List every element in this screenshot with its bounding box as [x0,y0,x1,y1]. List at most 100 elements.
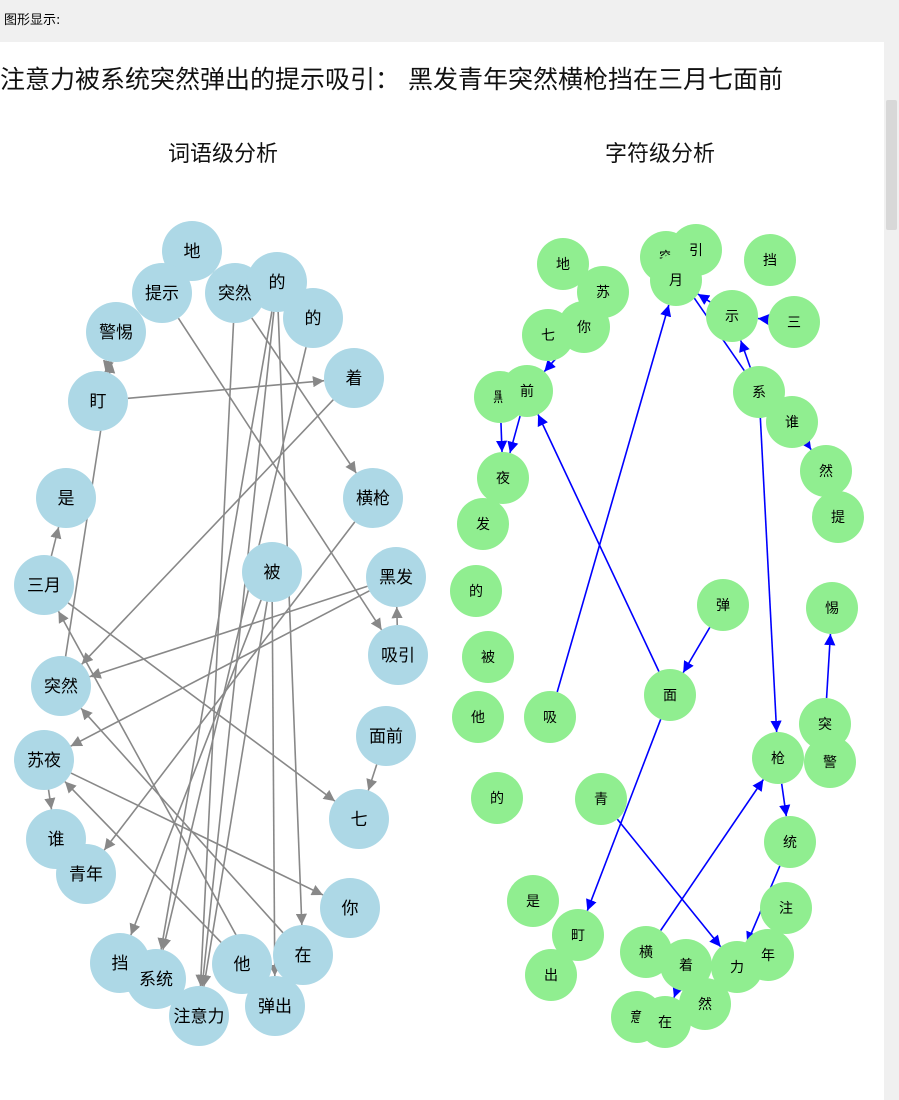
word-node-label: 横枪 [356,489,390,509]
char-node-label: 弹 [716,598,730,614]
char-node: 发 [457,498,509,550]
char-edge [697,293,711,305]
vertical-scrollbar[interactable] [884,0,899,1100]
char-node-circle [525,949,577,1001]
word-node-label: 是 [58,489,75,509]
char-node-circle [524,691,576,743]
char-node: 年 [742,929,794,981]
scroll-thumb[interactable] [886,100,897,230]
word-edge [277,311,308,926]
word-node: 面前 [356,706,416,766]
word-node: 注意力 [169,986,229,1046]
word-node: 系统 [126,949,186,1009]
char-node: 吸 [524,691,576,743]
char-node: 弹 [697,579,749,631]
word-edge [80,707,284,934]
char-node-circle [764,816,816,868]
word-node: 青年 [56,844,116,904]
char-node-circle [679,978,731,1030]
char-edge [757,314,770,326]
char-node: 三 [768,296,820,348]
char-node: 的 [471,772,523,824]
char-node-label: 然 [819,463,833,480]
char-node: 提 [812,491,864,543]
char-node-label: 地 [556,257,570,273]
char-node: 在 [639,996,691,1048]
word-node-label: 黑发 [379,568,413,588]
char-node-label: 你 [577,320,591,336]
char-node-label: 苏 [596,285,610,301]
char-node-label: 谁 [785,415,799,431]
char-node-circle [660,939,712,991]
char-node: 你 [558,301,610,353]
word-edge [127,376,325,400]
word-node: 黑发 [366,547,426,607]
char-node-circle [806,582,858,634]
word-node: 提示 [132,263,192,323]
char-node-label: 是 [526,894,540,910]
word-node-circle [245,976,305,1036]
char-nodes: 地苏突引挡月七你示三黑前系谁夜然发提的弹惕被面他吸突枪警的青统是注町横着力年出意… [450,224,864,1048]
char-node-label: 夜 [496,471,510,487]
word-node: 突然 [31,656,91,716]
word-nodes: 地提示突然的的警惕着盯是横枪被黑发三月吸引突然面前苏夜七谁青年你挡系统他在注意力… [14,221,428,1046]
char-node: 出 [525,949,577,1001]
char-node: 示 [706,290,758,342]
word-node: 警惕 [86,302,146,362]
word-node: 弹出 [245,976,305,1036]
char-node: 谁 [766,396,818,448]
char-edge [586,718,662,912]
word-node-label: 着 [346,369,363,389]
word-edge [67,602,336,802]
word-edge [197,311,275,987]
char-node-label: 在 [658,1015,672,1031]
word-node-circle [56,844,116,904]
word-node-circle [68,371,128,431]
char-node-circle [462,631,514,683]
char-node-circle [812,491,864,543]
word-node-circle [36,468,96,528]
word-edge [70,772,324,896]
word-node: 地 [162,221,222,281]
char-node-label: 统 [783,835,797,851]
word-edge [177,317,383,631]
word-edge [50,526,62,557]
word-node-label: 警惕 [99,323,133,343]
char-node: 青 [575,773,627,825]
char-edge [659,779,765,931]
char-node: 的 [450,565,502,617]
char-node-circle [501,365,553,417]
word-edge [269,601,281,977]
char-node-circle [742,929,794,981]
char-node-circle [733,366,785,418]
word-node-label: 的 [305,309,322,329]
word-node-label: 被 [264,563,281,583]
word-node-label: 弹出 [258,997,292,1017]
char-node-label: 的 [469,584,483,600]
char-edge [672,985,684,998]
word-edge [251,317,357,474]
word-edge [103,521,356,851]
word-node: 被 [242,542,302,602]
char-node-circle [452,691,504,743]
char-edge [682,626,711,674]
char-node-circle [477,452,529,504]
char-node: 被 [462,631,514,683]
char-node: 前 [501,365,553,417]
char-node-circle [558,301,610,353]
char-node: 枪 [752,732,804,784]
word-node-label: 在 [295,946,312,966]
word-node: 横枪 [343,468,403,528]
word-node-circle [14,730,74,790]
char-node-circle [752,732,804,784]
char-node-circle [804,736,856,788]
word-node-circle [356,706,416,766]
char-node-label: 突 [818,717,832,733]
graph-canvas: 注意力被系统突然弹出的提示吸引： 黑发青年突然横枪挡在三月七面前 词语级分析 字… [0,42,884,1100]
word-node: 三月 [14,555,74,615]
char-node-circle [457,498,509,550]
word-node: 你 [320,878,380,938]
word-node: 着 [324,348,384,408]
char-node-label: 他 [471,710,485,726]
word-node-label: 提示 [145,284,179,304]
